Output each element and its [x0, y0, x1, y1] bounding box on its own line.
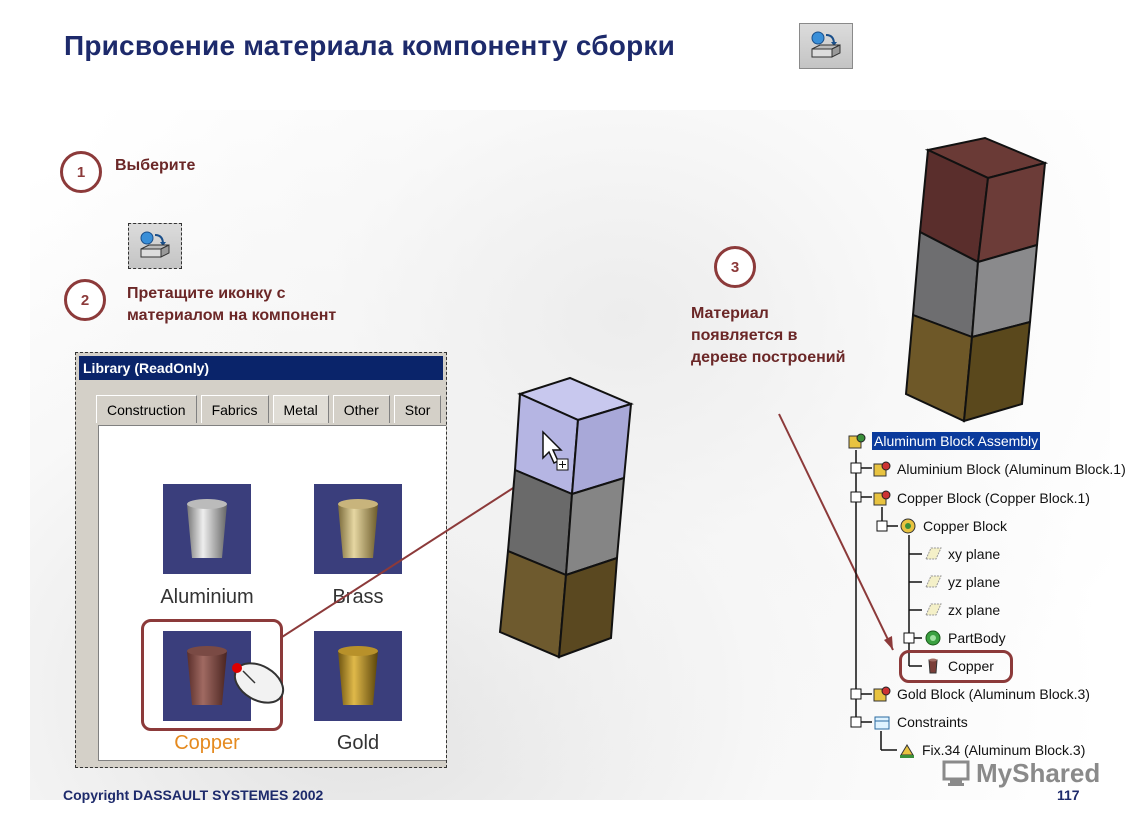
constraints-icon: [873, 713, 891, 731]
product-icon: [873, 685, 891, 703]
copper-tree-highlight: [899, 650, 1013, 683]
middle-block-stack: [498, 376, 634, 659]
tree-item-constraints[interactable]: Constraints: [873, 713, 968, 731]
right-block-stack: [904, 136, 1049, 423]
tree-label-copper-block-instance: Copper Block (Copper Block.1): [897, 490, 1090, 506]
plane-icon: [924, 601, 942, 619]
material-label-brass: Brass: [332, 586, 384, 608]
part-icon: [899, 517, 917, 535]
material-label-gold: Gold: [336, 732, 380, 754]
product-icon: [873, 460, 891, 478]
tab-stor[interactable]: Stor: [393, 395, 442, 423]
watermark-text: MyShared: [976, 758, 1101, 788]
tree-arrow: [778, 413, 894, 651]
material-label-aluminium: Aluminium: [160, 586, 254, 608]
step-2-badge: 2: [64, 279, 106, 321]
tree-item-partbody[interactable]: PartBody: [924, 629, 1006, 647]
tree-label-fix: Fix.34 (Aluminum Block.3): [922, 742, 1086, 758]
partbody-icon: [924, 629, 942, 647]
product-icon: [873, 489, 891, 507]
material-aluminium[interactable]: [163, 484, 251, 574]
tree-item-yz-plane[interactable]: yz plane: [924, 573, 1000, 591]
tree-label-constraints: Constraints: [897, 714, 968, 730]
tree-item-aluminium-block[interactable]: Aluminium Block (Aluminum Block.1): [873, 460, 1126, 478]
watermark-logo-icon: [942, 760, 970, 786]
step-3-text: Материал появляется в дереве построений: [691, 303, 845, 369]
material-icon: [924, 657, 942, 675]
tree-item-fix[interactable]: Fix.34 (Aluminum Block.3): [898, 741, 1085, 759]
tree-label-aluminium-block: Aluminium Block (Aluminum Block.1): [897, 461, 1126, 477]
copyright-text: Copyright DASSAULT SYSTEMES 2002: [63, 787, 324, 803]
tree-item-gold-block[interactable]: Gold Block (Aluminum Block.3): [873, 685, 1090, 703]
fix-icon: [898, 741, 916, 759]
plane-icon: [924, 545, 942, 563]
step-3-line3: дереве построений: [691, 349, 846, 366]
apply-material-icon[interactable]: [799, 23, 853, 69]
step-1-text: Выберите: [115, 157, 196, 174]
copper-highlight: [141, 619, 283, 731]
tree-item-assembly[interactable]: Aluminum Block Assembly: [848, 432, 1041, 450]
tree-item-zx-plane[interactable]: zx plane: [924, 601, 1000, 619]
tree-label-gold-block: Gold Block (Aluminum Block.3): [897, 686, 1090, 702]
tree-label-zx-plane: zx plane: [948, 602, 1001, 618]
step-2-line2: материалом на компонент: [127, 307, 337, 324]
mouse-icon: [232, 662, 285, 704]
tree-label-assembly: Aluminum Block Assembly: [872, 432, 1041, 450]
apply-material-icon[interactable]: [128, 223, 182, 269]
library-tabs: Construction Fabrics Metal Other Stor: [96, 395, 445, 425]
tab-metal[interactable]: Metal: [272, 395, 329, 423]
tree-label-partbody: PartBody: [948, 630, 1006, 646]
tree-label-copper-material: Copper: [948, 658, 994, 674]
step-3-line1: Материал: [691, 305, 769, 322]
tab-other[interactable]: Other: [332, 395, 390, 423]
library-title: Library (ReadOnly): [79, 356, 443, 380]
step-2-line1: Претащите иконку с: [127, 285, 286, 302]
tree-item-copper-block-part[interactable]: Copper Block: [899, 517, 1007, 535]
plane-icon: [924, 573, 942, 591]
tab-construction[interactable]: Construction: [96, 395, 197, 423]
tree-item-copper-material[interactable]: Copper: [924, 657, 994, 675]
tab-fabrics[interactable]: Fabrics: [200, 395, 269, 423]
step-1-badge: 1: [60, 151, 102, 193]
library-window: Library (ReadOnly) Construction Fabrics …: [75, 352, 447, 768]
tree-item-copper-block-instance[interactable]: Copper Block (Copper Block.1): [873, 489, 1090, 507]
material-brass[interactable]: [314, 484, 402, 574]
watermark: MyShared: [942, 758, 1100, 789]
material-gold[interactable]: [314, 631, 402, 721]
step-3-badge: 3: [714, 246, 756, 288]
drag-arrow: [281, 471, 539, 638]
page-number: 117: [1057, 787, 1080, 803]
tree-arrow-head: [884, 636, 893, 650]
tree-label-copper-block-part: Copper Block: [923, 518, 1008, 534]
material-copper[interactable]: [163, 631, 251, 721]
material-panel: Aluminium Brass Copper: [98, 425, 446, 761]
tree-label-xy-plane: xy plane: [948, 546, 1001, 562]
tree-item-xy-plane[interactable]: xy plane: [924, 545, 1000, 563]
product-icon: [848, 432, 866, 450]
material-label-copper: Copper: [174, 732, 240, 754]
tree-label-yz-plane: yz plane: [948, 574, 1001, 590]
cursor-icon: [542, 430, 569, 471]
tree-expanders: [850, 462, 915, 728]
step-3-line2: появляется в: [691, 327, 798, 344]
slide-title: Присвоение материала компоненту сборки: [64, 30, 676, 61]
step-2-text: Претащите иконку с материалом на компоне…: [127, 283, 336, 327]
